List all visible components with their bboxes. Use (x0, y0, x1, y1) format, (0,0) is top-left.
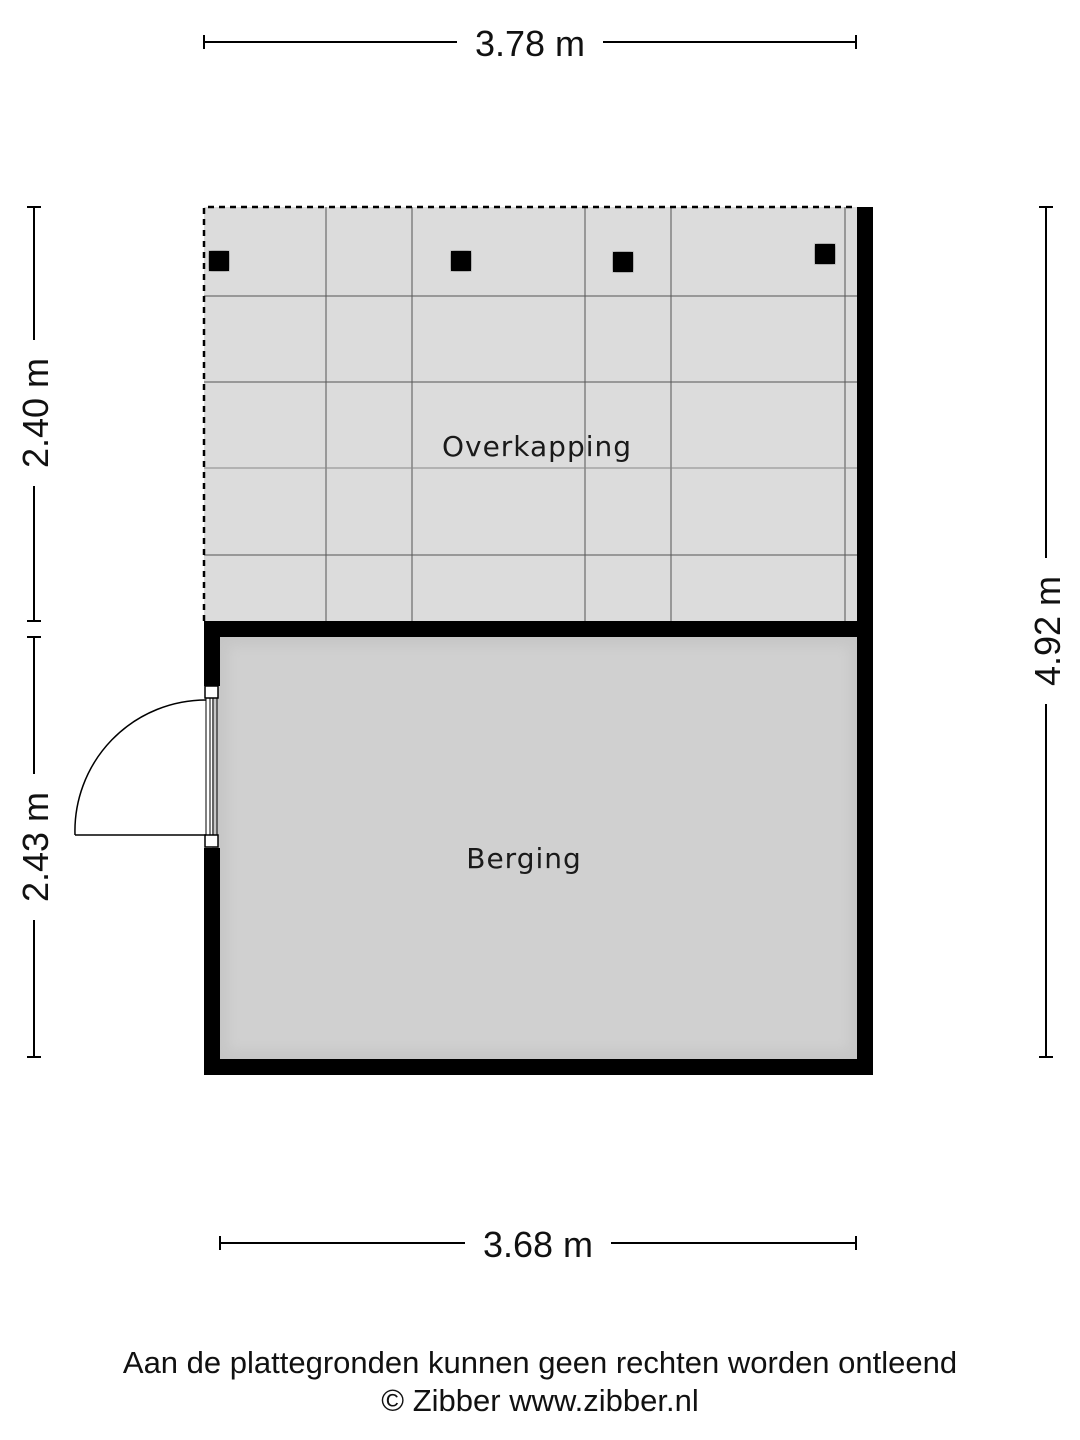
overkapping-floor (204, 207, 858, 623)
support-post (451, 251, 471, 271)
support-posts (209, 244, 835, 272)
overkapping-area: Overkapping (202, 205, 858, 623)
dimension-left-lower (27, 636, 41, 1058)
dimension-label-right-total: 4.92 m (1027, 576, 1068, 686)
dimension-label-left-upper: 2.40 m (15, 358, 56, 468)
dimension-label-bottom-width: 3.68 m (483, 1224, 593, 1265)
door-jamb-top (204, 685, 219, 699)
dimension-bottom-width (219, 1236, 857, 1250)
support-post (209, 251, 229, 271)
dimension-top-width (203, 35, 857, 49)
wall-right (857, 207, 873, 1075)
door-jamb-bottom (204, 834, 219, 848)
wall-left-lower (204, 848, 220, 1075)
dimension-label-left-lower: 2.43 m (15, 792, 56, 902)
room-label-berging: Berging (466, 842, 582, 875)
footer-copyright: © Zibber www.zibber.nl (381, 1383, 699, 1418)
door-swing-arc (74, 699, 207, 836)
wall-middle (204, 621, 873, 637)
dimension-right-total (1039, 206, 1053, 1058)
door (74, 685, 219, 848)
footer-disclaimer: Aan de plattegronden kunnen geen rechten… (122, 1345, 958, 1380)
berging-room: Berging (212, 630, 864, 1066)
support-post (815, 244, 835, 264)
wall-bottom (204, 1059, 873, 1075)
room-label-overkapping: Overkapping (442, 430, 632, 463)
overkapping-dashed-edge (202, 205, 857, 621)
support-post (613, 252, 633, 272)
dimension-label-top-width: 3.78 m (475, 23, 585, 64)
berging-floor-inner (228, 646, 850, 1050)
overkapping-tile-grid (204, 207, 857, 621)
dimension-left-upper (27, 206, 41, 622)
wall-left-upper (204, 621, 220, 686)
walls (204, 207, 873, 1075)
